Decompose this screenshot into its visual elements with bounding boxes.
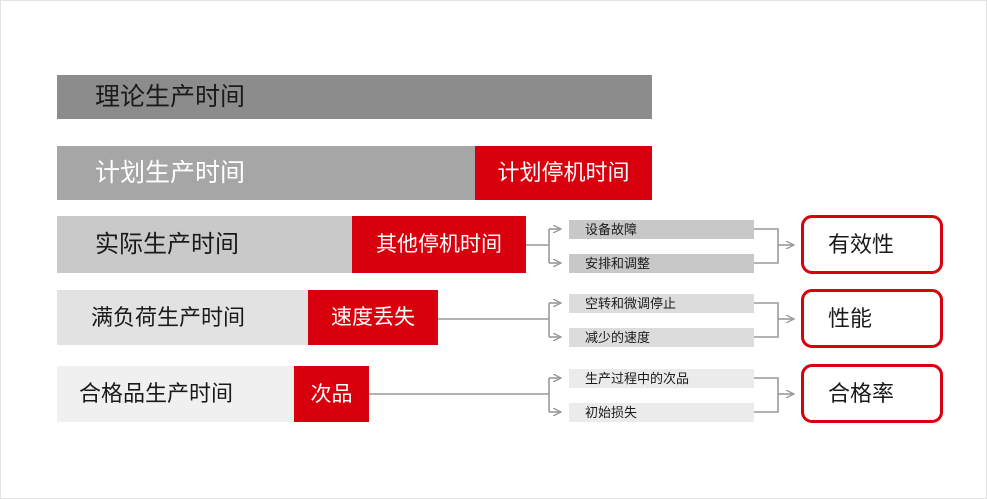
outcome-box-availability: 有效性 xyxy=(801,215,943,274)
outcome-box-performance-label: 性能 xyxy=(828,305,873,331)
bar-defects-label: 次品 xyxy=(310,382,353,406)
bar-actual-production-time: 实际生产时间 xyxy=(57,216,352,273)
cause-box-equipment-failure: 设备故障 xyxy=(569,220,754,239)
outcome-box-availability-label: 有效性 xyxy=(828,231,895,257)
cause-box-in-process-defects: 生产过程中的次品 xyxy=(569,369,754,388)
outcome-box-quality-rate-label: 合格率 xyxy=(828,380,895,406)
bar-speed-loss: 速度丢失 xyxy=(308,290,438,345)
cause-box-equipment-failure-label: 设备故障 xyxy=(585,222,638,237)
bar-planned-production-time: 计划生产时间 xyxy=(57,146,475,200)
bar-good-product-production-time: 合格品生产时间 xyxy=(57,366,294,422)
outcome-box-performance: 性能 xyxy=(801,289,943,348)
bar-speed-loss-label: 速度丢失 xyxy=(331,306,415,329)
bar-theoretical-production-time-label: 理论生产时间 xyxy=(95,82,246,111)
bar-planned-downtime: 计划停机时间 xyxy=(475,146,652,200)
bar-full-load-production-time: 满负荷生产时间 xyxy=(57,290,308,345)
cause-box-idling-and-minor-stops-label: 空转和微调停止 xyxy=(585,296,677,311)
bar-good-product-production-time-label: 合格品生产时间 xyxy=(79,381,234,406)
cause-box-reduced-speed-label: 减少的速度 xyxy=(585,330,651,345)
cause-box-in-process-defects-label: 生产过程中的次品 xyxy=(585,371,690,386)
bar-full-load-production-time-label: 满负荷生产时间 xyxy=(91,304,246,330)
bar-planned-production-time-label: 计划生产时间 xyxy=(95,158,246,187)
bar-theoretical-production-time: 理论生产时间 xyxy=(57,75,652,119)
bar-actual-production-time-label: 实际生产时间 xyxy=(95,230,239,258)
cause-box-setup-and-adjustment-label: 安排和调整 xyxy=(585,256,651,271)
bar-planned-downtime-label: 计划停机时间 xyxy=(497,160,630,185)
cause-box-setup-and-adjustment: 安排和调整 xyxy=(569,254,754,273)
cause-box-startup-loss-label: 初始损失 xyxy=(585,405,638,420)
bar-other-downtime-label: 其他停机时间 xyxy=(376,233,502,256)
bar-defects: 次品 xyxy=(294,366,369,422)
outcome-box-quality-rate: 合格率 xyxy=(801,364,943,423)
cause-box-startup-loss: 初始损失 xyxy=(569,403,754,422)
cause-box-idling-and-minor-stops: 空转和微调停止 xyxy=(569,294,754,313)
cause-box-reduced-speed: 减少的速度 xyxy=(569,328,754,347)
bar-other-downtime: 其他停机时间 xyxy=(352,216,526,273)
